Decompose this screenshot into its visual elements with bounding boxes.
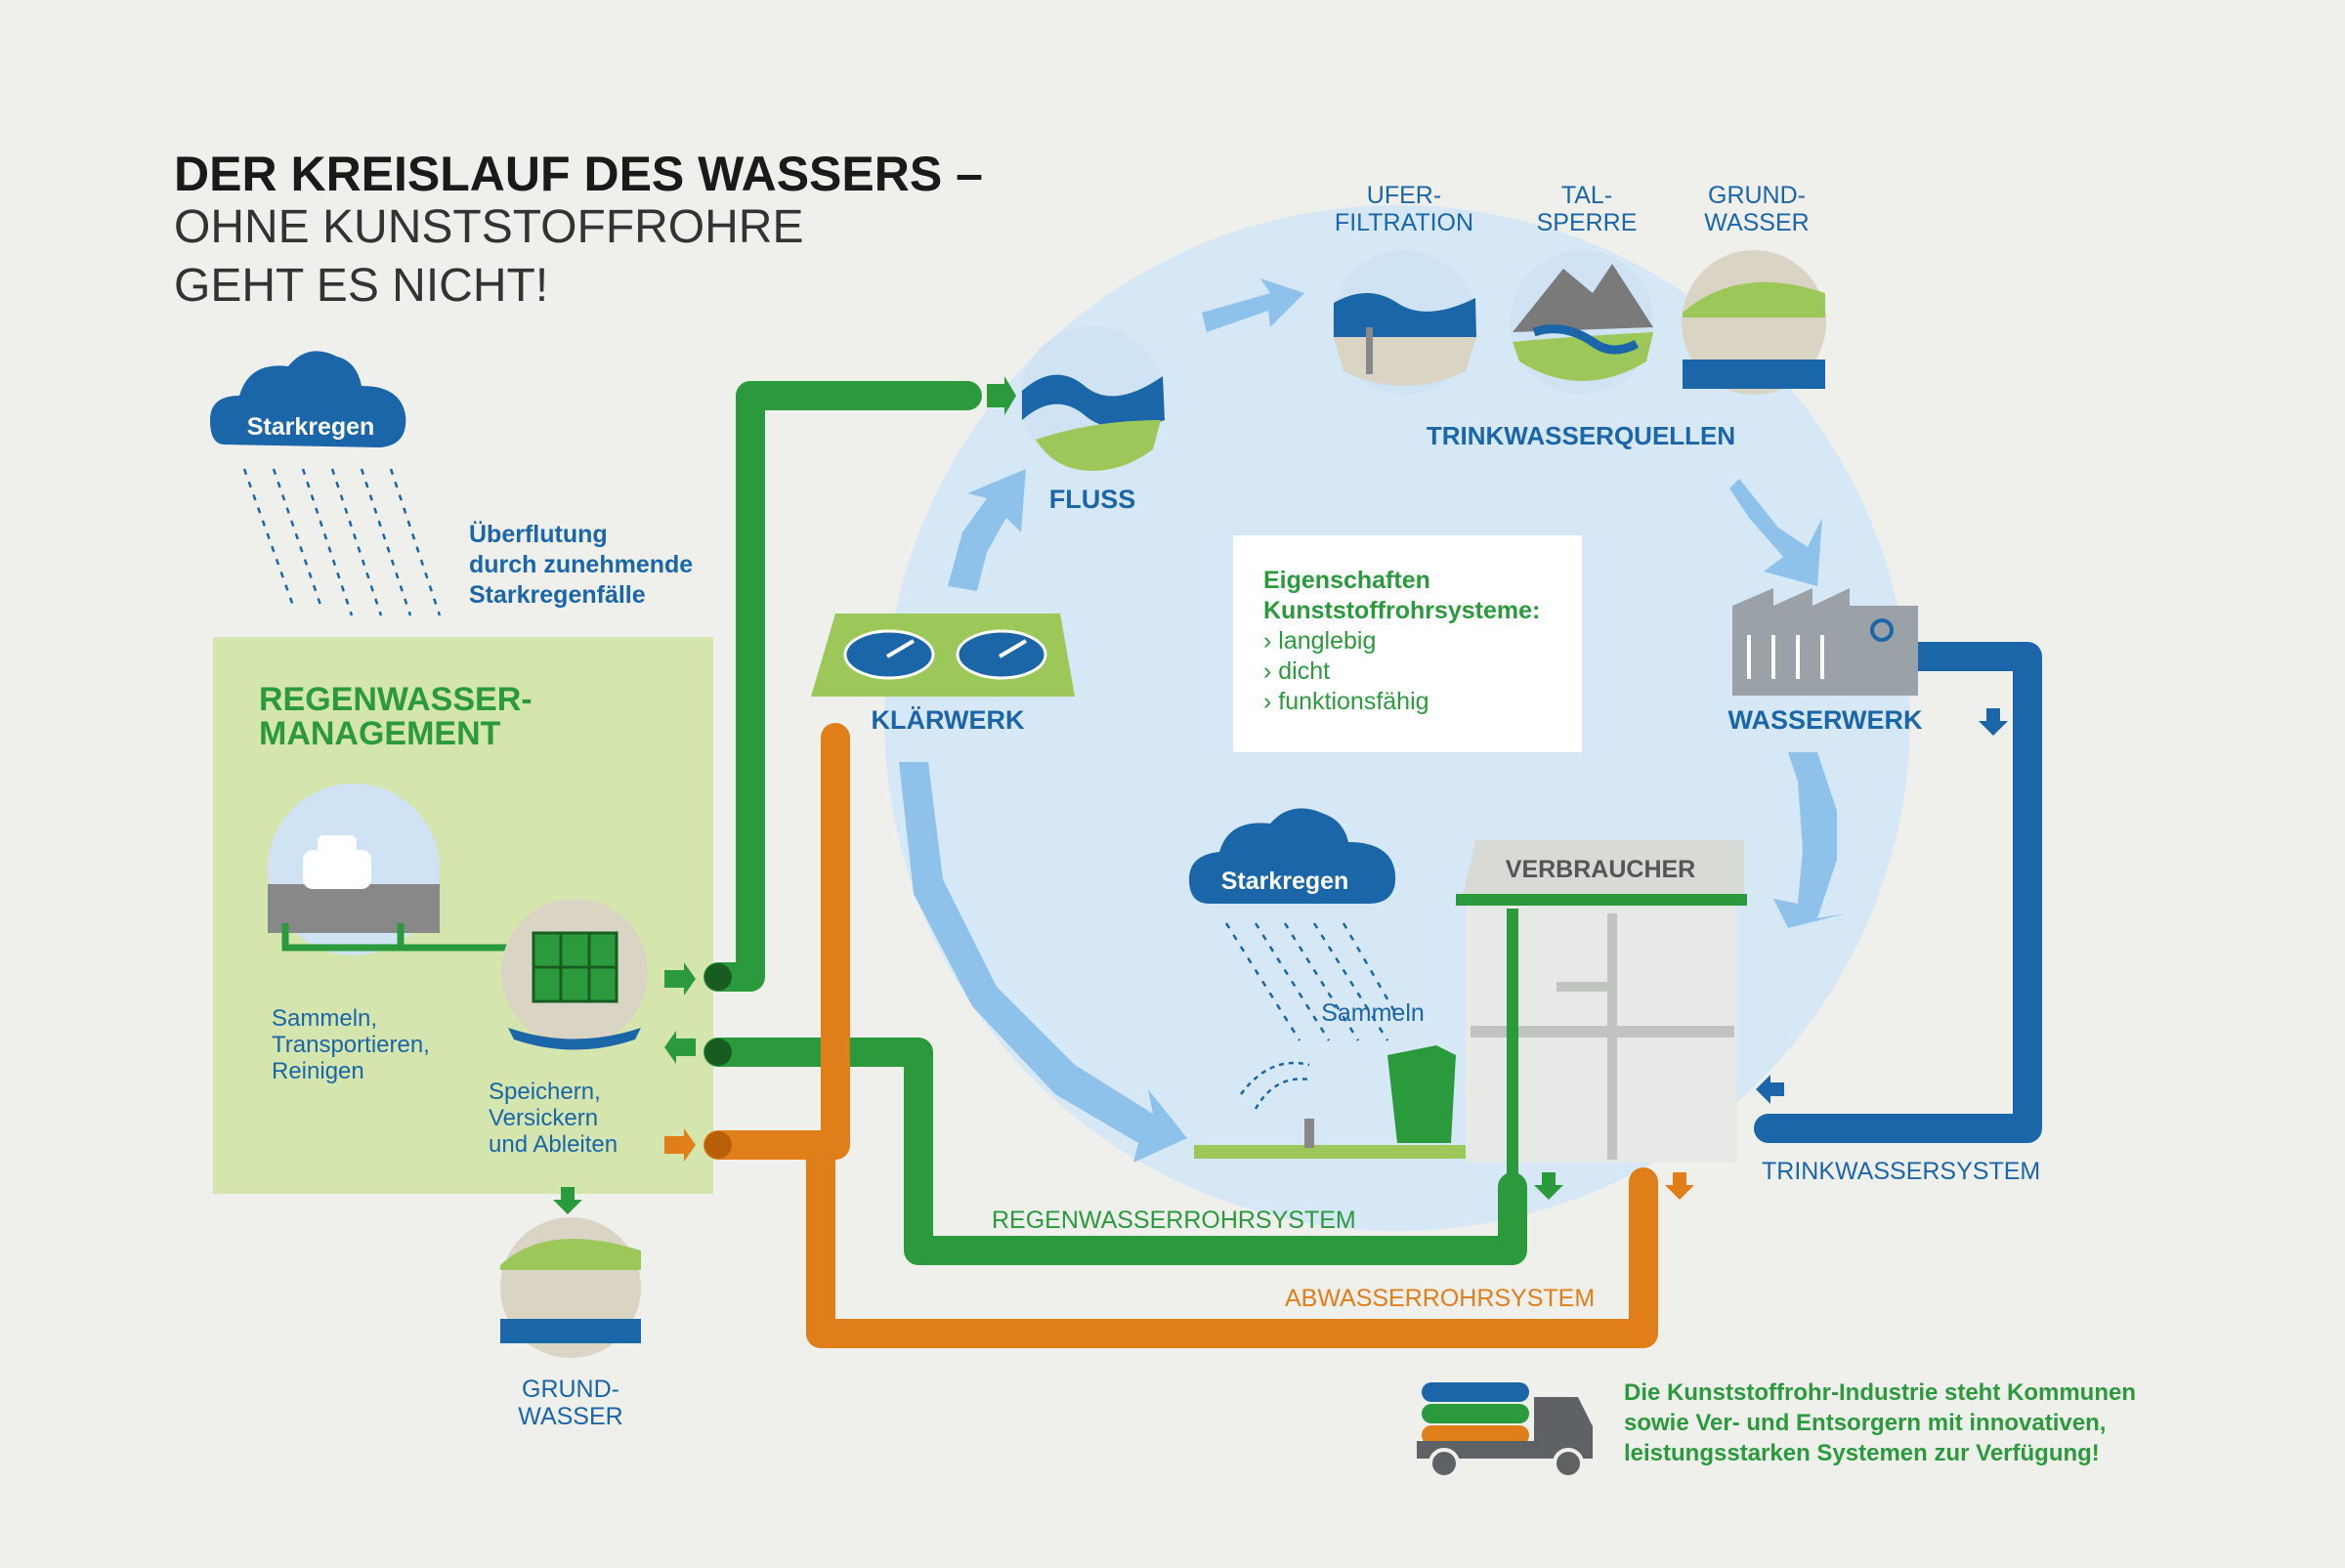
arrow-wasserwerk-to-verbraucher [1773,752,1847,928]
arrow-out-green [664,962,696,996]
properties-heading-1: Eigenschaften [1263,567,1430,594]
label-trinkwasserquellen: TRINKWASSERQUELLEN [1427,421,1735,450]
pipe-end-dot-3 [704,1131,732,1159]
label-verbraucher: VERBRAUCHER [1506,856,1695,883]
arrow-down-blue [1979,708,2008,736]
cloud-inner-label: Starkregen [1221,868,1349,895]
cloud-left-label: Starkregen [247,413,375,441]
talsperre-icon [1510,250,1654,395]
label-abwasserrohrsystem: ABWASSERROHRSYSTEM [1285,1285,1595,1312]
pipe-abwasser [704,1130,1658,1348]
grundwasser-source-icon [1682,250,1826,395]
title-line-2: OHNE KUNSTSTOFFROHRE [174,201,803,253]
industry-note-line-3: leistungsstarken Systemen zur Verfügung! [1624,1440,2100,1466]
flood-note-line-2: durch zunehmende [469,551,693,578]
rwm-title-line-2: MANAGEMENT [259,715,501,752]
flood-note: Überflutung durch zunehmende Starkregenf… [469,520,700,609]
label-regenwasserrohrsystem: REGENWASSERROHRSYSTEM [992,1207,1356,1234]
sprinkler-spray [1240,1061,1310,1110]
arrow-out-orange [664,1128,696,1162]
pipe-regenwasser [704,1038,1527,1265]
source-2-line-2: SPERRE [1537,209,1638,236]
source-1-line-2: FILTRATION [1335,209,1473,236]
garden-strip [1194,1145,1505,1159]
storage-module-icon [501,899,648,1050]
properties-heading-2: Kunststoffrohrsysteme: [1263,597,1540,624]
sprinkler-icon [1304,1119,1314,1148]
source-3-line-1: GRUND- [1708,182,1806,209]
flood-note-line-3: Starkregenfälle [469,581,646,609]
uferfiltration-icon [1332,250,1476,395]
rwm-store-text: Speichern, Versickern und Ableiten [489,1079,618,1158]
rwm-collect-line-1: Sammeln, [272,1005,377,1032]
label-trinkwassersystem: TRINKWASSERSYSTEM [1762,1158,2040,1185]
source-1-line-1: UFER- [1367,182,1441,209]
source-2-line-1: TAL- [1561,182,1612,209]
fluss-icon [1020,326,1165,471]
properties-box [1233,535,1582,752]
pipe-trinkwasser [1754,642,2042,1143]
industry-note-line-1: Die Kunststoffrohr-Industrie steht Kommu… [1624,1379,2136,1406]
pipe-green-to-fluss [704,381,982,992]
arrow-down-green-consumer [1534,1172,1563,1200]
flood-note-line-1: Überflutung [469,520,608,548]
rwm-store-line-2: Versickern [489,1105,598,1131]
groundwater-bottom-line-1: GRUND- [522,1376,619,1403]
arrow-down-orange-consumer [1665,1172,1694,1200]
klaerwerk-icon [811,614,1075,697]
rwm-store-line-1: Speichern, [489,1079,601,1105]
rwm-title-line-1: REGENWASSER- [259,681,533,718]
cloud-inner: Starkregen [1189,808,1396,904]
cycle-arrows [899,278,1847,1163]
label-klaerwerk: KLÄRWERK [872,705,1025,735]
arrow-verbraucher-to-klaerwerk [899,762,1187,1163]
title-line-3: GEHT ES NICHT! [174,260,548,312]
rain-inner [1224,922,1399,1041]
verbraucher-house-icon [1456,840,1747,1163]
properties-item-3: › funktionsfähig [1263,688,1429,715]
rwm-collect-line-2: Transportieren, [272,1032,430,1058]
arrow-fluss-to-sources [1202,278,1304,332]
industry-note: Die Kunststoffrohr-Industrie steht Kommu… [1624,1379,2143,1466]
pipe-end-dot-1 [704,963,732,991]
rwm-collect-line-3: Reinigen [272,1058,364,1084]
cloud-inner-shape [1189,808,1396,904]
label-sammeln-inner: Sammeln [1321,999,1425,1027]
car-rain-icon [268,784,440,955]
label-fluss: FLUSS [1049,485,1136,514]
arrow-to-fluss [987,376,1016,415]
properties-item-2: › dicht [1263,657,1330,685]
groundwater-bottom-icon [500,1217,641,1358]
cloud-left: Starkregen [210,351,406,447]
arrow-sources-to-wasserwerk [1729,479,1822,586]
groundwater-bottom-line-2: WASSER [518,1403,622,1430]
cloud-left-shape [210,351,406,447]
label-wasserwerk: WASSERWERK [1727,705,1923,735]
source-3-line-2: WASSER [1704,209,1809,236]
rwm-collect-text: Sammeln, Transportieren, Reinigen [272,1005,437,1084]
arrow-left-blue [1756,1075,1784,1104]
rain-left [242,468,442,616]
truck-icon [1417,1382,1593,1479]
arrow-klaerwerk-to-fluss [948,469,1026,591]
rain-tank-icon [1387,1045,1456,1143]
arrow-down-groundwater [553,1187,582,1214]
rwm-store-line-3: und Ableiten [489,1131,618,1158]
pipe-end-dot-2 [704,1038,732,1066]
industry-note-line-2: sowie Ver- und Entsorgern mit innovative… [1624,1410,2106,1436]
title-line-1: DER KREISLAUF DES WASSERS – [174,147,983,201]
arrow-in-green [664,1031,696,1064]
properties-item-1: › langlebig [1263,627,1376,655]
wasserwerk-icon [1732,588,1918,696]
